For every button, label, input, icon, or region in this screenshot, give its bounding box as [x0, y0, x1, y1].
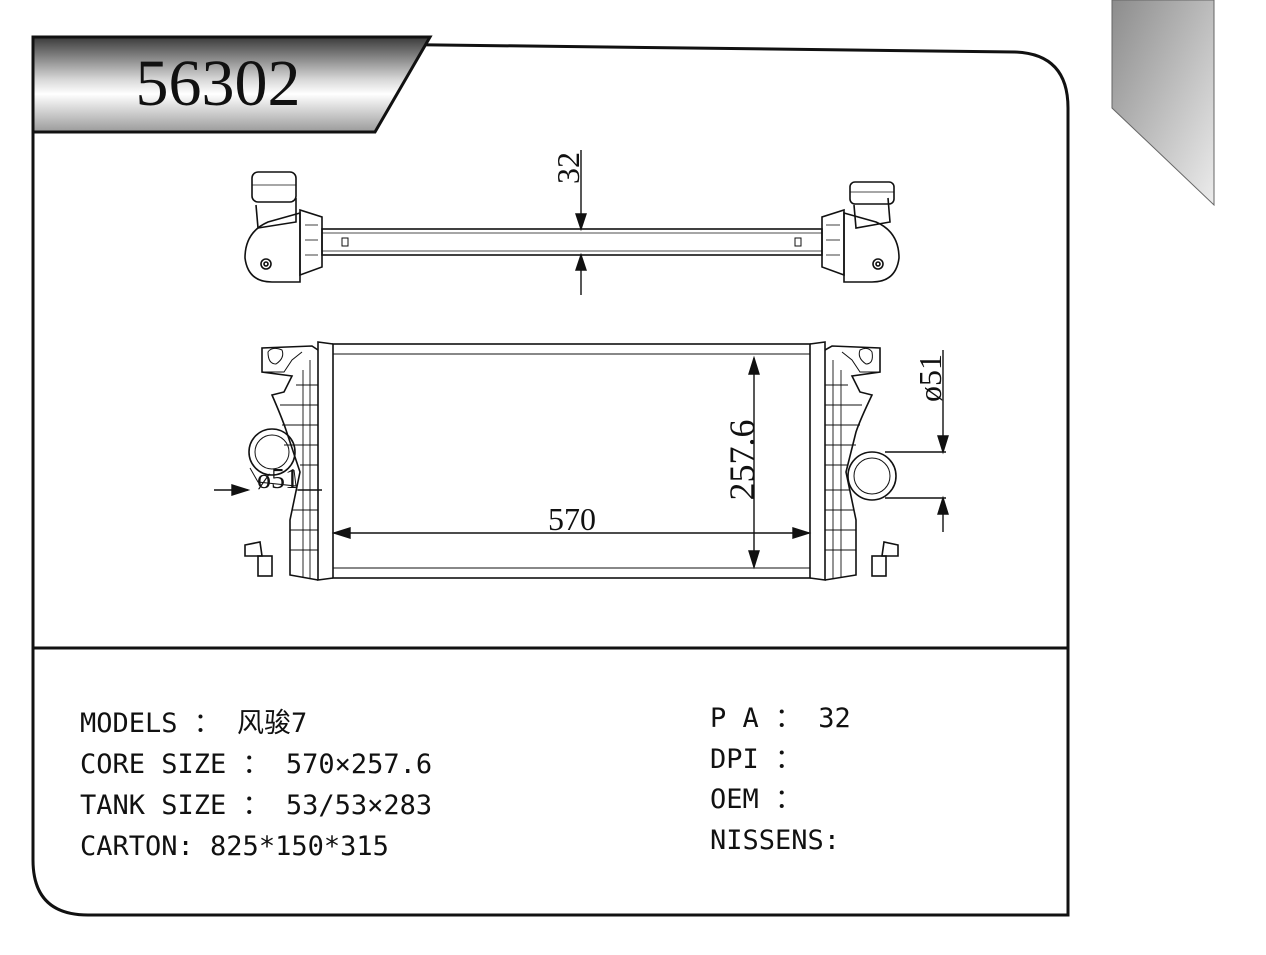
outlet-diameter-dimension [885, 350, 949, 532]
spec-tank-size-value: 53/53×283 [285, 790, 433, 821]
specs-left: MODELS ： 风骏7 CORE SIZE ： 570×257.6 TANK … [0, 0, 432, 860]
outlet-diameter-label: ø51 [912, 354, 948, 402]
front-view [244, 341, 899, 581]
spec-oem-label: OEM ： [710, 784, 803, 815]
spec-tank-size: TANK SIZE ： 53/53×283 [80, 792, 432, 819]
spec-tank-size-label: TANK SIZE ： [80, 790, 286, 821]
spec-carton-label: CARTON: [80, 831, 211, 862]
spec-core-size-value: 570×257.6 [285, 749, 433, 780]
part-number-banner [31, 35, 433, 134]
inlet-diameter-dimension [214, 484, 322, 496]
page-corner-fold [1111, 0, 1215, 207]
spec-carton-value: 825*150*315 [210, 831, 389, 862]
spec-pa: P A ： 32 [710, 705, 851, 732]
spec-nissens-label: NISSENS: [710, 825, 841, 856]
spec-models: MODELS ： 风骏7 [80, 710, 307, 737]
spec-dpi: DPI ： [710, 746, 802, 773]
core-height-dimension [748, 355, 760, 570]
spec-pa-label: P A ： [710, 703, 819, 734]
spec-oem: OEM ： [710, 786, 802, 813]
outer-frame [31, 38, 1070, 917]
core-height-label: 257.6 [722, 420, 762, 501]
part-number: 56302 [136, 47, 301, 120]
spec-pa-value: 32 [818, 703, 851, 734]
spec-carton: CARTON: 825*150*315 [80, 833, 389, 860]
inlet-diameter-label: ø51 [257, 464, 299, 495]
core-width-label: 570 [548, 501, 596, 537]
spec-core-size-label: CORE SIZE ： [80, 749, 286, 780]
tube-thickness-dimension [575, 150, 587, 295]
spec-dpi-label: DPI ： [710, 744, 803, 775]
core-width-dimension [331, 527, 812, 539]
spec-core-size: CORE SIZE ： 570×257.6 [80, 751, 432, 778]
spec-nissens: NISSENS: [710, 827, 840, 854]
top-view [244, 171, 900, 283]
specs-right: P A ： 32 DPI ： OEM ： NISSENS: [0, 0, 851, 854]
spec-models-label: MODELS ： [80, 708, 238, 739]
spec-models-value: 风骏7 [237, 708, 308, 739]
tube-thickness-label: 32 [550, 152, 586, 184]
